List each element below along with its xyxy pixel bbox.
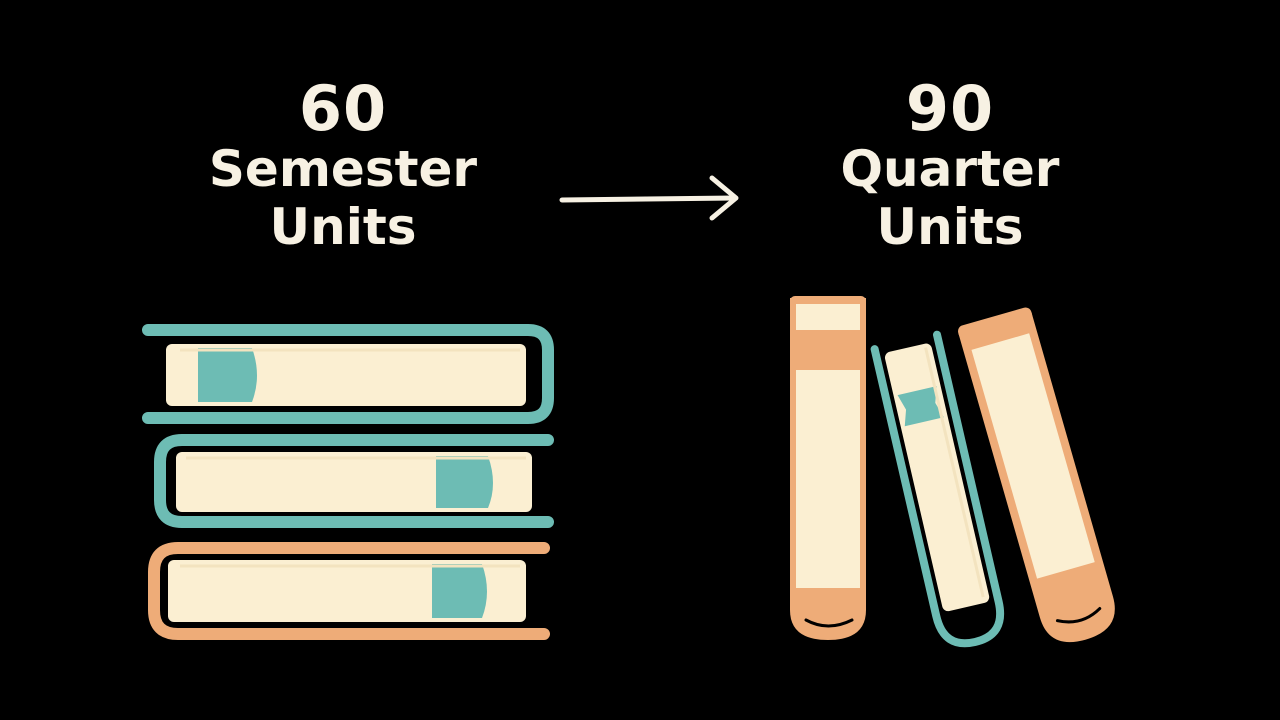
leaning-teal-book <box>870 330 1005 648</box>
semester-units-number: 60 <box>298 72 388 145</box>
semester-units-label-line1: Semester <box>208 140 478 198</box>
middle-teal-book <box>154 434 554 528</box>
quarter-units-heading: 90 Quarter Units <box>790 72 1110 257</box>
semester-units-heading: 60 Semester Units <box>183 72 503 257</box>
quarter-units-label-line1: Quarter <box>840 140 1060 198</box>
semester-units-label-line2: Units <box>269 198 417 256</box>
stacked-books-icon <box>142 324 554 640</box>
upright-peach-book <box>790 296 866 640</box>
bottom-peach-book <box>148 542 550 640</box>
quarter-units-number: 90 <box>905 72 995 145</box>
top-teal-book <box>142 324 554 424</box>
quarter-units-label-line2: Units <box>876 198 1024 256</box>
standing-books-icon <box>790 296 1115 648</box>
leaning-peach-book <box>958 307 1115 643</box>
arrow-right-icon <box>559 175 739 221</box>
